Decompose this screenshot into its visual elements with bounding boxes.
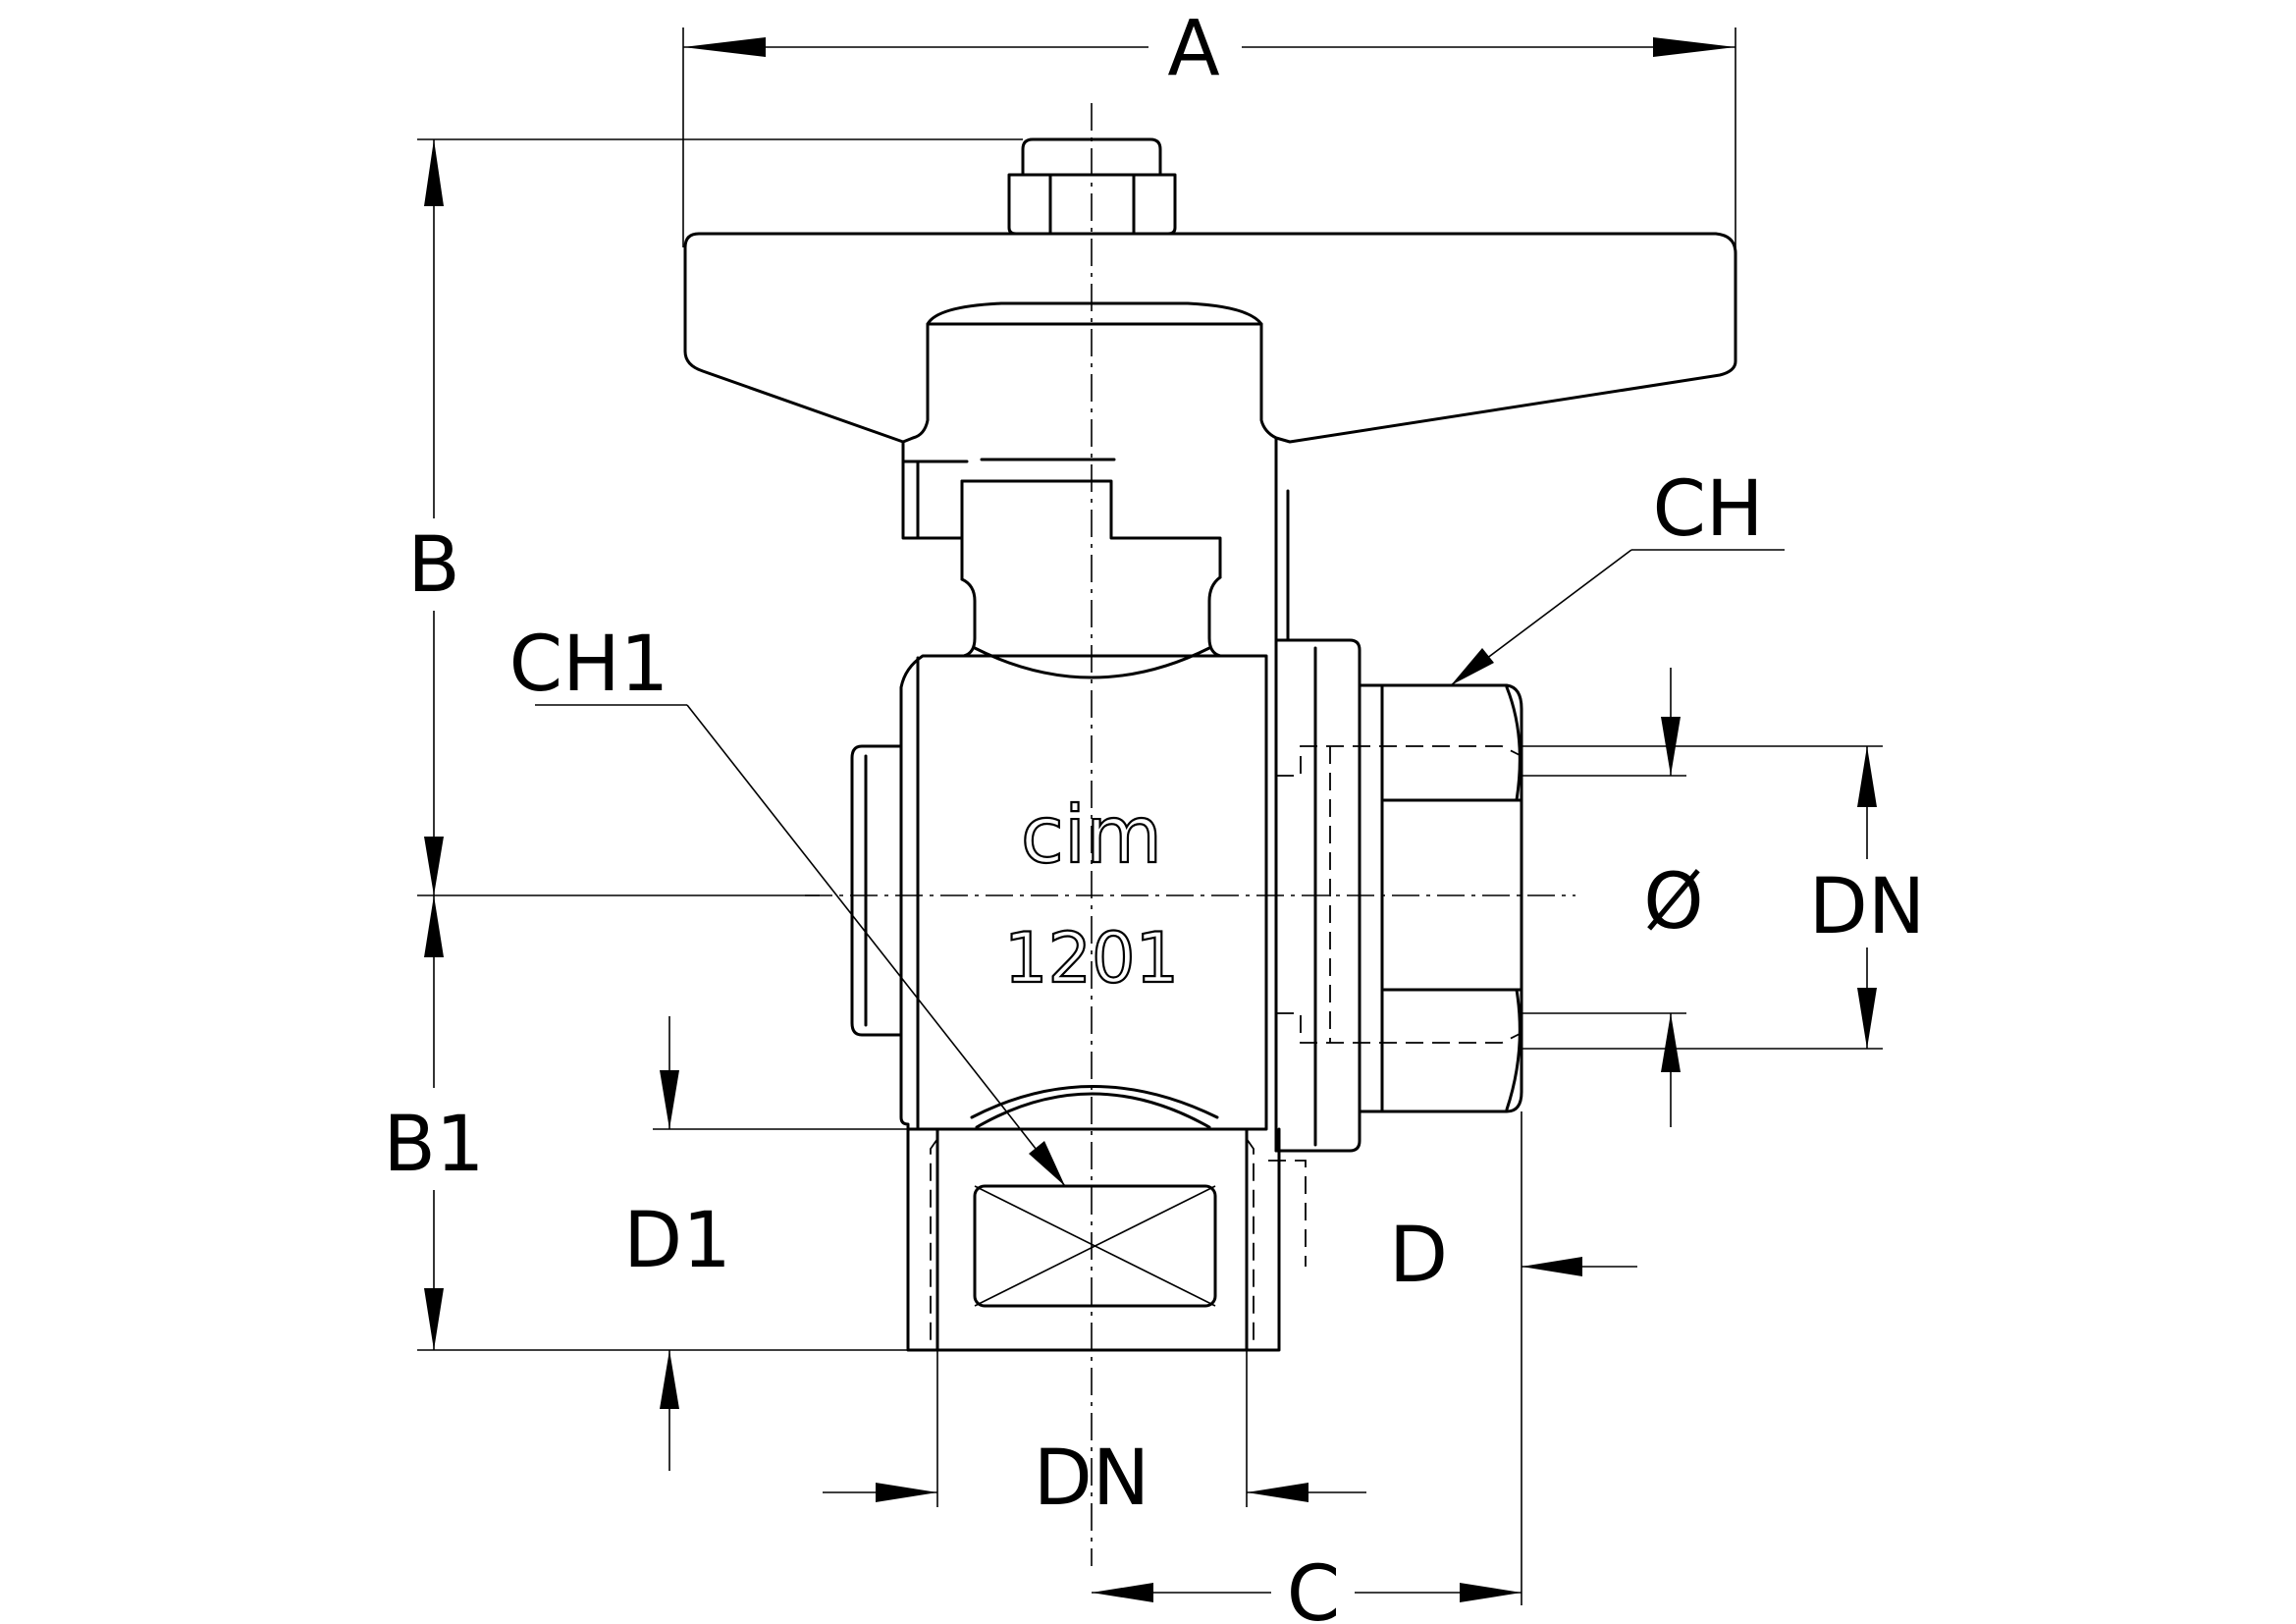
label-c: C: [1287, 1550, 1340, 1624]
leader-ch1: [535, 704, 1066, 1187]
body-marking: cim 1201: [1003, 788, 1180, 1000]
right-port: [1268, 638, 1523, 1267]
t-handle: [683, 232, 1737, 444]
bottom-port: [906, 1127, 1281, 1352]
dimension-lines: [417, 27, 1883, 1605]
stop-block: [901, 436, 1290, 642]
dimension-a: [682, 27, 1736, 247]
dimension-dn-bottom: [823, 1350, 1366, 1507]
label-dn-bottom: DN: [1034, 1435, 1149, 1523]
label-ch: CH: [1652, 465, 1763, 554]
dimension-c: [1092, 1111, 1522, 1605]
label-b: B: [407, 521, 460, 610]
label-diameter: Ø: [1643, 858, 1703, 947]
brand-marking: cim: [1021, 789, 1162, 881]
dimension-d1: [653, 1016, 1011, 1471]
dimension-labels: A B B1 CH CH1 D1 D DN C Ø DN: [383, 5, 1925, 1624]
dimension-dn-right: [1522, 745, 1883, 1050]
label-a: A: [1167, 5, 1219, 93]
label-dn-right: DN: [1809, 863, 1925, 951]
dimension-d: [1522, 1257, 1637, 1276]
leader-ch: [1450, 549, 1785, 686]
valve-body-outline: cim 1201: [683, 137, 1737, 1352]
dimension-b1: [417, 895, 908, 1351]
model-marking: 1201: [1004, 918, 1179, 999]
label-d: D: [1389, 1212, 1448, 1300]
main-body: [850, 654, 1268, 1131]
label-b1: B1: [383, 1101, 484, 1189]
body-neck: [960, 575, 1222, 679]
dimension-b: [417, 138, 1023, 896]
label-d1: D1: [623, 1197, 731, 1285]
label-ch1: CH1: [509, 621, 669, 709]
center-lines: [805, 103, 1575, 1566]
